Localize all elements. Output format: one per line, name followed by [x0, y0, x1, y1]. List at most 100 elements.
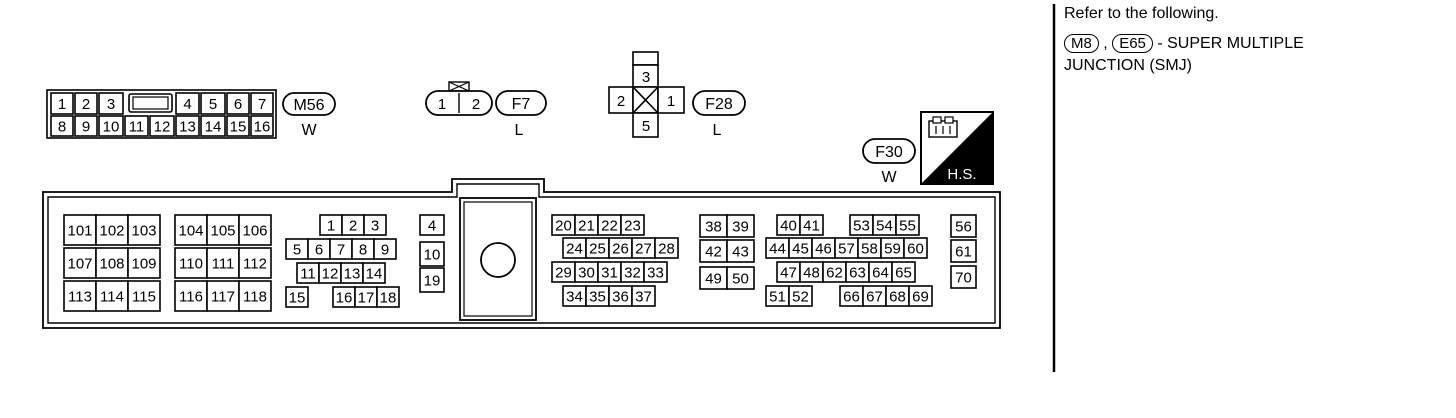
- pin-label: 12: [154, 118, 171, 135]
- pin-label: 34: [566, 288, 583, 305]
- pin-cell: [98, 92, 124, 115]
- pin-cell: [285, 286, 309, 308]
- pin-cell: [903, 237, 928, 259]
- pin-label: 108: [99, 255, 124, 272]
- pin-cell: [226, 115, 250, 137]
- pin-label: 10: [103, 118, 120, 135]
- pin-label: 28: [658, 240, 675, 257]
- pin-label: 6: [234, 96, 242, 113]
- pin-cell: [74, 92, 98, 115]
- pin-cell: [654, 237, 679, 259]
- f28-pin: 3: [642, 69, 650, 86]
- note-desc1: - SUPER MULTIPLE: [1157, 35, 1304, 52]
- pin-label: 21: [578, 217, 595, 234]
- pin-label: 118: [243, 288, 267, 305]
- pin-label: 58: [861, 240, 878, 257]
- pin-label: 2: [82, 96, 90, 113]
- pin-cell: [63, 280, 97, 312]
- pin-label: 11: [300, 265, 316, 282]
- pin-label: 38: [705, 218, 722, 235]
- pin-label: 42: [705, 243, 722, 260]
- pin-cell: [175, 92, 200, 115]
- pin-label: 43: [732, 243, 749, 260]
- pin-label: 41: [803, 217, 820, 234]
- pin-cell: [726, 266, 755, 290]
- pin-label: 27: [635, 240, 652, 257]
- pin-cell: [363, 214, 387, 236]
- pin-cell: [226, 92, 250, 115]
- pin-cell: [149, 115, 175, 137]
- pin-label: 44: [769, 240, 786, 257]
- pin-cell: [250, 115, 274, 137]
- pin-label: 51: [769, 288, 786, 305]
- note-line1: M8 , E65 - SUPER MULTIPLE: [1064, 34, 1304, 54]
- f30-color: W: [881, 169, 897, 186]
- f30-id: F30: [875, 144, 903, 161]
- pin-cell: [726, 214, 755, 238]
- f28-color: L: [713, 122, 722, 139]
- pin-cell: [376, 286, 400, 308]
- pin-label: 17: [358, 289, 375, 306]
- pin-cell: [238, 247, 272, 279]
- f28-pin: 5: [642, 118, 650, 135]
- pin-label: 45: [792, 240, 809, 257]
- pin-cell: [50, 92, 74, 115]
- f7-pin: 1: [438, 96, 446, 113]
- pin-label: 5: [293, 241, 301, 258]
- m56-key: [128, 93, 173, 113]
- pin-label: 8: [58, 118, 66, 135]
- pin-label: 69: [912, 288, 929, 305]
- pin-cell: [362, 262, 386, 284]
- f7-color: L: [515, 122, 524, 139]
- pin-label: 36: [612, 288, 629, 305]
- pin-label: 20: [555, 217, 572, 234]
- pin-cell: [200, 115, 226, 137]
- pin-label: 1: [58, 96, 66, 113]
- pin-label: 53: [853, 217, 870, 234]
- pin-label: 64: [872, 264, 889, 281]
- pin-label: 103: [131, 222, 156, 239]
- pin-label: 16: [336, 289, 353, 306]
- hs-label: H.S.: [947, 166, 976, 183]
- pin-label: 65: [895, 264, 912, 281]
- pin-label: 15: [289, 289, 306, 306]
- pin-label: 24: [566, 240, 583, 257]
- pin-label: 13: [179, 118, 196, 135]
- pin-label: 22: [601, 217, 618, 234]
- pin-label: 62: [826, 264, 843, 281]
- pin-cell: [95, 214, 129, 246]
- pin-label: 60: [907, 240, 924, 257]
- pin-cell: [206, 214, 240, 246]
- pin-label: 30: [578, 264, 595, 281]
- pin-label: 19: [424, 272, 441, 289]
- pin-cell: [98, 115, 124, 137]
- note-sep: ,: [1103, 35, 1108, 52]
- pin-label: 4: [428, 217, 436, 234]
- f28-pin: 1: [667, 93, 675, 110]
- pin-cell: [74, 115, 98, 137]
- pin-label: 37: [635, 288, 652, 305]
- ecm-center-hole: [480, 242, 516, 278]
- pin-label: 12: [322, 265, 339, 282]
- pin-cell: [419, 267, 445, 293]
- pin-label: 66: [843, 288, 860, 305]
- pin-cell: [124, 115, 149, 137]
- f7-oval: [495, 90, 547, 116]
- note-oval-m8: M8: [1064, 34, 1099, 53]
- pin-label: 109: [131, 255, 156, 272]
- pin-label: 61: [955, 243, 972, 260]
- pin-label: 49: [705, 270, 722, 287]
- note-refer: Refer to the following.: [1064, 5, 1219, 22]
- pin-cell: [950, 214, 977, 238]
- pin-label: 32: [624, 264, 641, 281]
- connector-f30: F30 W: [862, 138, 916, 186]
- pin-cell: [238, 214, 272, 246]
- m56-oval: [282, 92, 336, 116]
- pin-cell: [127, 280, 161, 312]
- note-desc2: JUNCTION (SMJ): [1064, 57, 1192, 74]
- pin-cell: [788, 285, 813, 307]
- f28-id: F28: [705, 96, 733, 113]
- pin-cell: [419, 241, 445, 267]
- pin-label: 50: [732, 270, 749, 287]
